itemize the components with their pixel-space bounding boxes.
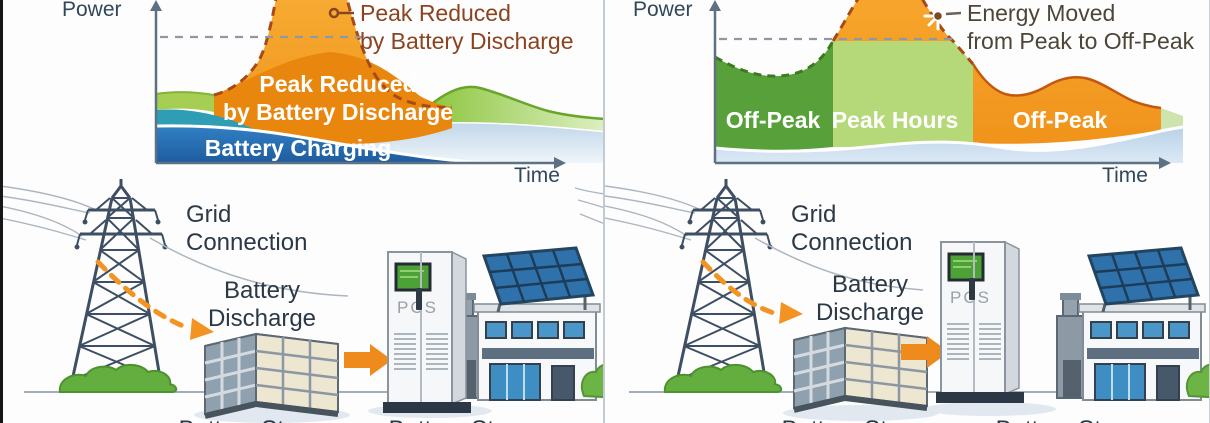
discharge-dashed-arrow [700, 259, 780, 317]
bush [663, 364, 783, 393]
panel-load-shifting: Power Time Off-Peak Peak Hours Off-Peak … [605, 0, 1210, 423]
offpeak-left-area [715, 41, 833, 151]
pcs-cabinet: PCS [936, 240, 1024, 403]
scene-left: Grid Connection Battery Discharge [0, 179, 605, 423]
pcs-handle [969, 278, 975, 300]
caption-battery-storage: Battery Storage [782, 416, 949, 423]
power-flow-arrow-icon [344, 344, 392, 376]
bush [58, 364, 178, 393]
building [1056, 246, 1210, 401]
energy-moved-starburst-icon [923, 1, 953, 31]
peak-reduced-label-line2: by Battery Discharge [223, 99, 453, 125]
x-axis-arrow-icon [554, 157, 566, 169]
battery-storage-container [204, 332, 339, 419]
peak-hours-area [833, 41, 973, 147]
caption-battery-storage: Battery Storage [179, 416, 346, 423]
base-load-band-top-edge [714, 125, 1184, 153]
grid-wire-to-pcs [754, 237, 924, 291]
grid-connection-label-line1: Grid [186, 201, 231, 228]
offpeak-green-hump-edge [427, 85, 605, 121]
battery-discharge-label-line1: Battery [832, 271, 908, 298]
grid-connection-label-line2: Connection [791, 229, 912, 256]
building-bush [580, 363, 605, 399]
annotation-marker-icon [328, 7, 340, 19]
pcs-handle [416, 288, 422, 310]
side-green-strip-edge [155, 91, 215, 96]
y-axis-arrow-icon [709, 0, 721, 11]
peak-hours-label: Peak Hours [832, 107, 959, 133]
discharge-arrowhead-icon [190, 318, 214, 340]
power-wires [0, 185, 605, 241]
grid-connection-label-line2: Connection [186, 229, 307, 256]
battery-discharge-label-line2: Discharge [816, 299, 924, 326]
time-axis-label: Time [514, 164, 560, 187]
peak-reduced-band [214, 52, 452, 144]
x-axis-arrow-icon [1159, 157, 1171, 169]
power-axis-label: Power [633, 0, 693, 21]
pcs-vents [947, 323, 1001, 360]
battery-discharge-label-line2: Discharge [208, 305, 316, 332]
solar-panel [481, 246, 596, 313]
grid-wire-to-pcs [149, 237, 349, 297]
building [451, 246, 605, 401]
base-load-band [715, 127, 1183, 163]
power-axis-label: Power [62, 0, 122, 21]
battery-discharge-label-line1: Battery [224, 277, 300, 304]
offpeak-right-label: Off-Peak [1013, 107, 1108, 133]
chart-load-shifting: Power Time Off-Peak Peak Hours Off-Peak … [633, 0, 1195, 187]
side-green-strip [156, 92, 214, 112]
power-wires [605, 185, 702, 241]
pcs-shadow [924, 402, 1056, 416]
annotation-leader-line [945, 11, 962, 16]
annotation-line2: from Peak to Off-Peak [967, 28, 1195, 54]
grid-connection-label-line1: Grid [791, 201, 836, 228]
peak-dome-dashed-outline [213, 0, 453, 109]
annotation-line1: Energy Moved [967, 0, 1115, 26]
chart-peak-shaving: Power Time Peak Reduced by Battery Disch… [62, 0, 605, 187]
battery-charging-label: Battery Charging [205, 135, 392, 161]
time-axis-label: Time [1102, 164, 1148, 187]
solar-panel [1086, 246, 1201, 313]
discharge-arrowhead-icon [779, 302, 803, 324]
battery-storage-container [793, 326, 928, 413]
caption-battery-storage-2: Battery Storage [996, 416, 1163, 423]
offpeak-left-label: Off-Peak [726, 107, 821, 133]
container-shadow [783, 405, 939, 421]
offpeak-left-dashed-edge [714, 40, 835, 78]
y-axis-arrow-icon [150, 0, 162, 11]
image-left-border [0, 0, 3, 423]
battery-charging-top-edge [155, 124, 493, 165]
panel-load-shifting-svg: Power Time Off-Peak Peak Hours Off-Peak … [605, 0, 1210, 423]
pcs-cabinet: PCS [383, 250, 471, 413]
building-bush [1185, 363, 1210, 399]
annotation-line1: Peak Reduced [360, 0, 511, 26]
offpeak-green-hump [428, 86, 605, 131]
panel-peak-shaving-svg: Power Time Peak Reduced by Battery Disch… [0, 0, 605, 423]
battery-charging-area [156, 125, 492, 163]
orange-fade-strip [1161, 108, 1183, 130]
peak-dashed-outline [831, 0, 975, 65]
offpeak-right-orange-area [833, 0, 1161, 144]
peak-reduced-label-line1: Peak Reduced [259, 71, 416, 97]
orange-top-edge [971, 63, 1162, 110]
pcs-vents [394, 333, 448, 370]
discharge-dashed-arrow [95, 259, 191, 331]
scene-right: Grid Connection Battery Discharge [605, 179, 1210, 423]
panel-divider [603, 0, 605, 423]
annotation-line2: by Battery Discharge [360, 28, 573, 54]
power-flow-arrow-icon [901, 336, 949, 368]
panel-peak-shaving: Power Time Peak Reduced by Battery Disch… [0, 0, 605, 423]
caption-battery-storage-2: Battery Storage [389, 416, 556, 423]
